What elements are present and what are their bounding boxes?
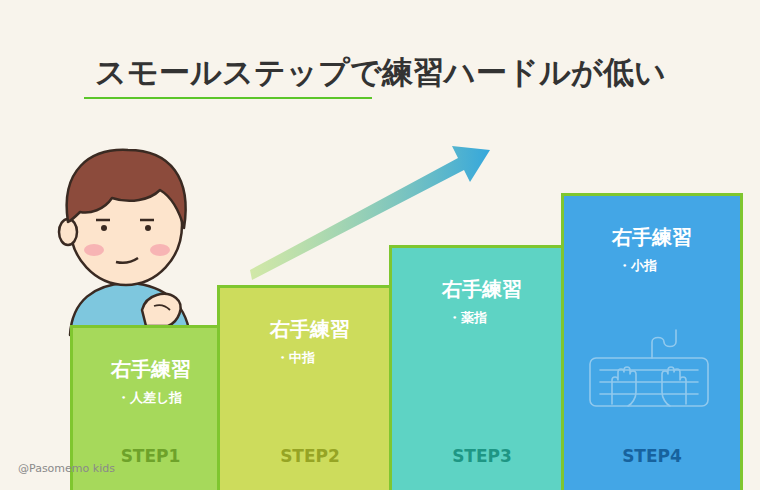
text-block: 右手練習・中指 [270,316,350,367]
step-heading: 右手練習 [442,276,522,303]
finger-note: ・人差し指 [111,389,191,407]
diagram-title: スモールステップで練習ハードルが低い [0,52,760,94]
watermark: @Pasomemo kids [18,462,115,475]
text-wrap: 右手練習・薬指 [392,276,572,327]
finger-note: ・小指 [612,257,692,275]
text-wrap: 右手練習・小指 [564,224,740,275]
title-underline [84,97,372,99]
finger-note: ・中指 [270,349,350,367]
text-block: 右手練習・薬指 [442,276,522,327]
step-heading: 右手練習 [612,224,692,251]
text-block: 右手練習・人差し指 [111,356,191,407]
text-block: 右手練習・小指 [612,224,692,275]
step-number: STEP4 [564,446,740,466]
step-heading: 右手練習 [270,316,350,343]
finger-note: ・薬指 [442,309,522,327]
text-wrap: 右手練習・中指 [220,316,400,367]
step-number: STEP3 [392,446,572,466]
step-bar: 右手練習・薬指 STEP3 [389,245,575,490]
step-bar: 右手練習・中指 STEP2 [217,285,403,490]
step-heading: 右手練習 [111,356,191,383]
text-wrap: 右手練習・人差し指 [73,356,228,407]
boy-illustration [59,150,190,335]
step-number: STEP2 [220,446,400,466]
